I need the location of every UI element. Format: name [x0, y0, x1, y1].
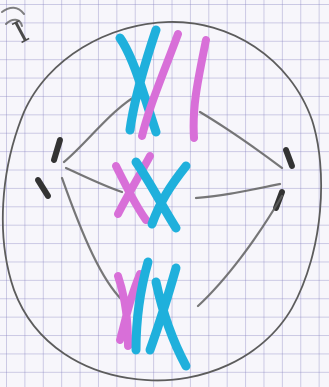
chromosome-pair-middle — [116, 156, 186, 228]
cut-off-pencil-mark — [2, 8, 24, 26]
chromosome-pair-bottom — [118, 262, 186, 366]
left-centrosome — [38, 140, 60, 196]
right-centrosome — [276, 150, 292, 208]
chromosome-pair-top — [120, 30, 206, 138]
